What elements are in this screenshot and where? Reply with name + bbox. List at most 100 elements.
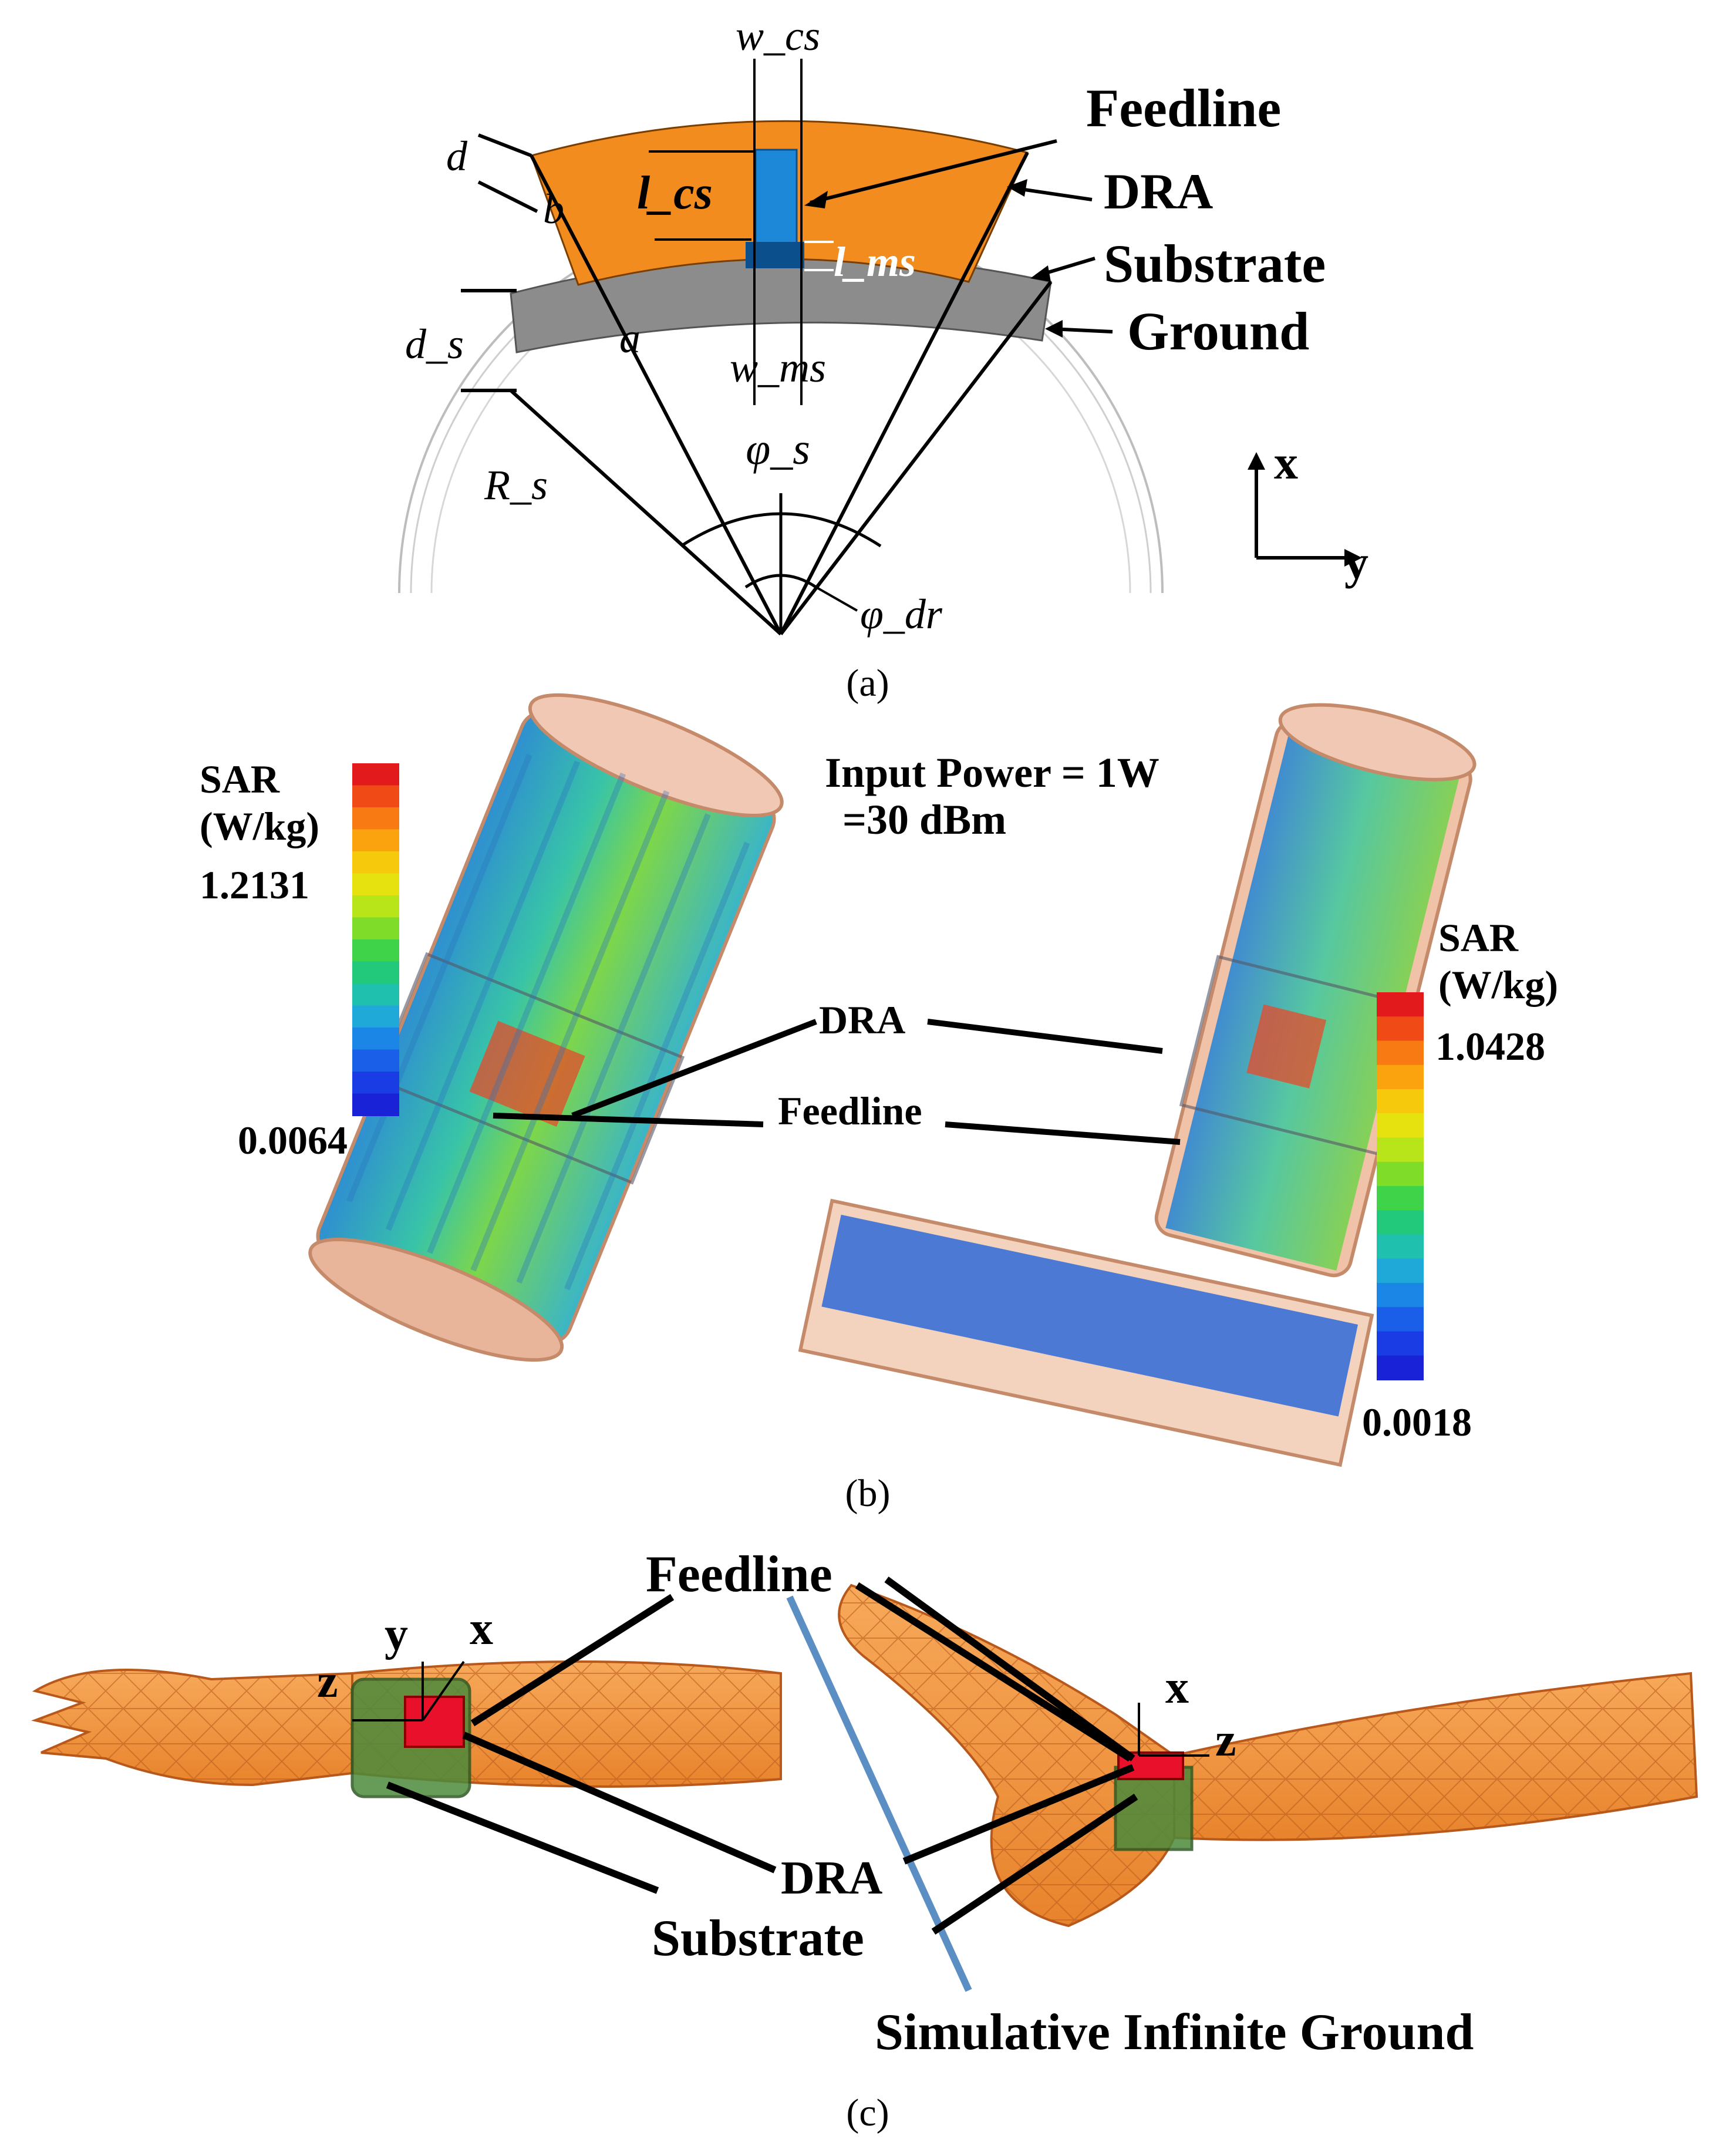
arrow-dra [1012, 186, 1093, 201]
label-w-ms: w_ms [730, 344, 826, 391]
colorbar-segment [352, 961, 399, 984]
label-phi-dr: φ_dr [860, 591, 943, 638]
label-axis-y-c-left: y [385, 1609, 408, 1660]
label-d: d [446, 133, 468, 180]
colorbar-segment [1377, 1040, 1424, 1066]
colorbar-left-title-2: (W/kg) [200, 804, 319, 848]
pointer-substrate-c-left [386, 1781, 659, 1894]
caption-a: (a) [846, 662, 889, 705]
colorbar-segment [1377, 1283, 1424, 1308]
colorbar-segment [352, 829, 399, 852]
dim-d-top [477, 133, 532, 157]
pointer-feedline-c-right [855, 1582, 1132, 1762]
colorbar-left-min: 0.0064 [238, 1118, 348, 1163]
radial-line-sub-left [509, 389, 783, 636]
pointer-dra-right [927, 1019, 1163, 1054]
label-feedline-c: Feedline [646, 1546, 832, 1603]
leg-cylinder-right [798, 703, 1477, 1467]
colorbar-segment [1377, 1161, 1424, 1187]
arrow-head-dra [1007, 179, 1027, 197]
label-input-power-2: =30 dBm [842, 796, 1006, 843]
label-feedline-b: Feedline [778, 1089, 922, 1133]
label-phi-s: φ_s [746, 425, 810, 474]
colorbar-right-title-2: (W/kg) [1438, 962, 1558, 1007]
colorbar-segment [352, 1049, 399, 1072]
radial-line-dra-left [530, 154, 783, 635]
colorbar-segment [1377, 1016, 1424, 1042]
radial-line-dra-right [779, 151, 1029, 635]
label-axis-z-c-right: z [1215, 1714, 1236, 1766]
colorbar-segment [1377, 1113, 1424, 1138]
label-dra-b: DRA [819, 998, 905, 1042]
colorbar-segment [1377, 1355, 1424, 1380]
colorbar-segment [352, 1093, 399, 1116]
axis-y-arrow [1344, 549, 1362, 567]
phi-dr-leader [815, 586, 858, 612]
label-dra-a: DRA [1104, 163, 1213, 220]
label-w-cs: w_cs [736, 12, 820, 59]
colorbar-segment [352, 983, 399, 1006]
colorbar-segment [1377, 1307, 1424, 1332]
label-d-s: d_s [405, 321, 464, 368]
arrow-head-substrate [1030, 265, 1051, 282]
panel-b: Input Power = 1W =30 dBm DRA Feedline SA… [200, 693, 1558, 1515]
pointer-feedline-c-right-2 [884, 1576, 1135, 1761]
phi-s-arc [680, 512, 882, 548]
pointer-substrate-c-right [931, 1794, 1138, 1935]
colorbar-segment [1377, 1331, 1424, 1356]
pointer-feedline-right [945, 1121, 1181, 1145]
label-dra-c: DRA [781, 1852, 883, 1904]
colorbar-segment [352, 873, 399, 896]
colorbar-segment [1377, 1258, 1424, 1283]
label-axis-z-c-left: z [317, 1656, 338, 1707]
pointer-feedline-c-left [470, 1594, 675, 1727]
colorbar-left-title-1: SAR [200, 757, 280, 801]
colorbar-right-title-1: SAR [1438, 915, 1519, 960]
colorbar-segment [352, 807, 399, 830]
label-l-ms: l_ms [834, 238, 916, 285]
label-substrate-c: Substrate [652, 1910, 864, 1967]
label-r-s: R_s [484, 461, 548, 508]
caption-c: (c) [846, 2091, 889, 2134]
label-substrate-a: Substrate [1104, 234, 1326, 294]
colorbar-segment [1377, 1210, 1424, 1235]
colorbar-segment [1377, 1089, 1424, 1114]
colorbar-segment [1377, 992, 1424, 1018]
label-ground-a: Ground [1127, 301, 1309, 361]
label-input-power-1: Input Power = 1W [825, 749, 1159, 796]
label-feedline-a: Feedline [1086, 78, 1281, 138]
pointer-dra-left [571, 1019, 817, 1119]
caption-b: (b) [845, 1472, 891, 1515]
feedline-strip [754, 149, 798, 245]
label-axis-x-c-left: x [470, 1603, 493, 1655]
colorbar-segment [352, 895, 399, 918]
dim-d-bottom [477, 180, 538, 213]
phi-dr-arc [744, 574, 817, 589]
pointer-feedline-left [493, 1113, 764, 1127]
pointer-dra-c-right [902, 1764, 1135, 1865]
colorbar-segment [352, 1072, 399, 1094]
axis-x-arrow [1248, 452, 1265, 470]
label-a: a [619, 315, 641, 362]
label-l-cs: l_cs [637, 167, 713, 219]
label-axis-y-a: y [1344, 535, 1368, 589]
colorbar-left-max: 1.2131 [200, 863, 309, 907]
colorbar-segment [352, 939, 399, 962]
colorbar-right-min: 0.0018 [1362, 1400, 1472, 1444]
colorbar-segment [1377, 1234, 1424, 1259]
colorbar-left [352, 763, 399, 1116]
panel-a: w_cs d b l_cs l_ms d_s a w_ms R_s φ_s φ_… [398, 12, 1368, 705]
radial-line-sub-right [779, 281, 1053, 635]
colorbar-right [1377, 992, 1424, 1380]
label-axis-x-c-right: x [1165, 1662, 1189, 1713]
colorbar-segment [352, 1027, 399, 1050]
leg-model-right [838, 1584, 1698, 1928]
arrow-head-feedline [804, 191, 828, 208]
panel-c: Feedline DRA Substrate Simulative Infini… [31, 1546, 1698, 2134]
arrow-feedline [810, 139, 1057, 204]
pointer-dra-c-left [462, 1731, 777, 1874]
label-ground-c: Simulative Infinite Ground [875, 2004, 1474, 2061]
colorbar-segment [352, 1005, 399, 1028]
arm-model-left [31, 1660, 782, 1798]
arrow-head-ground [1045, 320, 1063, 338]
